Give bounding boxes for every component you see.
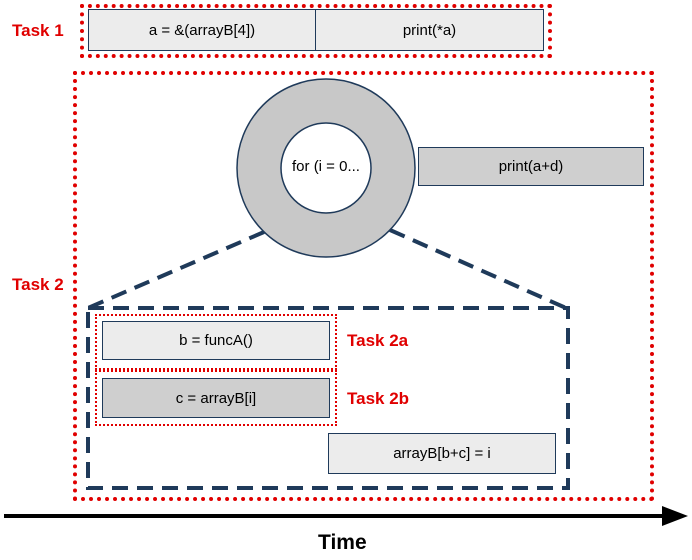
time-axis-arrowhead — [662, 506, 688, 526]
task2a-region — [95, 314, 337, 370]
task2a-statement: b = funcA() — [102, 321, 330, 360]
task2-region — [73, 71, 654, 501]
loop-body-circle — [280, 122, 372, 214]
task2-label: Task 2 — [12, 275, 64, 294]
task1-label: Task 1 — [12, 21, 64, 40]
task2b-label: Task 2b — [347, 389, 410, 408]
task2b-region — [95, 370, 337, 426]
task1-statement-2: print(*a) — [315, 9, 544, 51]
task1-statement-1: a = &(arrayB[4]) — [88, 9, 316, 51]
zoom-line-left — [87, 230, 265, 310]
time-axis-label: Time — [318, 531, 367, 554]
task2a-label: Task 2a — [347, 331, 409, 350]
loop-iteration-outline — [86, 306, 570, 490]
task2-after-loop-statement: print(a+d) — [418, 147, 644, 186]
task2b-statement: c = arrayB[i] — [102, 378, 330, 418]
task1-region — [80, 4, 552, 58]
zoom-line-right — [389, 228, 567, 310]
joined-statement: arrayB[b+c] = i — [328, 433, 556, 474]
loop-label: for (i = 0... — [292, 158, 360, 175]
